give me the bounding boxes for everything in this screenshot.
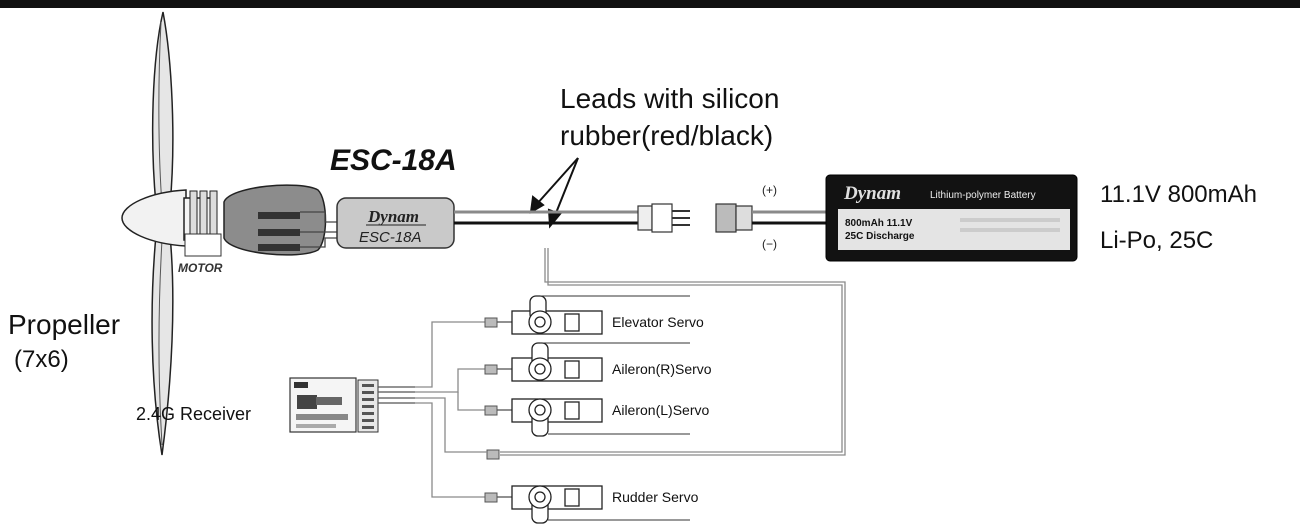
servo-elevator-label: Elevator Servo xyxy=(612,314,704,330)
motor-label: MOTOR xyxy=(178,261,223,275)
receiver-leads xyxy=(378,386,415,404)
leads-label-line1: Leads with silicon xyxy=(560,83,779,114)
battery-spec-line2: Li-Po, 25C xyxy=(1100,227,1213,254)
battery: Dynam Lithium-polymer Battery 800mAh 11.… xyxy=(825,174,1078,262)
servo-aileron-right xyxy=(497,342,690,382)
servo-aileron-right-label: Aileron(R)Servo xyxy=(612,361,712,377)
motor xyxy=(183,184,327,257)
top-border xyxy=(0,0,1300,8)
battery-brand-logo: Dynam xyxy=(843,183,901,204)
esc-signal-lead xyxy=(500,248,846,456)
leads-arrows xyxy=(529,157,579,229)
leads-label-line2: rubber(red/black) xyxy=(560,120,773,151)
receiver-label: 2.4G Receiver xyxy=(136,404,251,424)
servo-elevator xyxy=(497,295,690,335)
servo-aileron-left xyxy=(497,398,690,437)
propeller-label: Propeller xyxy=(8,309,120,340)
power-leads xyxy=(454,210,640,225)
motor-esc-wires xyxy=(300,211,338,248)
battery-side-connector xyxy=(715,203,828,233)
battery-discharge-label: 25C Discharge xyxy=(845,231,915,242)
receiver xyxy=(289,377,379,433)
servo-rudder xyxy=(497,485,690,524)
servo-plugs xyxy=(484,317,498,503)
esc-title: ESC-18A xyxy=(330,144,457,177)
esc-module: Dynam ESC-18A xyxy=(336,197,455,249)
esc-model-label: ESC-18A xyxy=(359,229,422,246)
esc-signal-plug xyxy=(486,449,500,460)
battery-spec-line1: 11.1V 800mAh xyxy=(1100,181,1257,208)
propeller xyxy=(151,11,174,456)
servo-rudder-label: Rudder Servo xyxy=(612,489,699,505)
servo-aileron-left-label: Aileron(L)Servo xyxy=(612,402,709,418)
polarity-minus-label: (−) xyxy=(762,237,777,251)
polarity-plus-label: (+) xyxy=(762,183,777,197)
esc-side-connector xyxy=(637,203,690,233)
battery-type-label: Lithium-polymer Battery xyxy=(930,190,1036,201)
propeller-size-label: (7x6) xyxy=(14,346,69,373)
esc-brand-logo: Dynam xyxy=(367,207,419,226)
spinner xyxy=(121,189,187,247)
battery-capacity-label: 800mAh 11.1V xyxy=(845,218,913,229)
servo-wires xyxy=(415,321,487,498)
